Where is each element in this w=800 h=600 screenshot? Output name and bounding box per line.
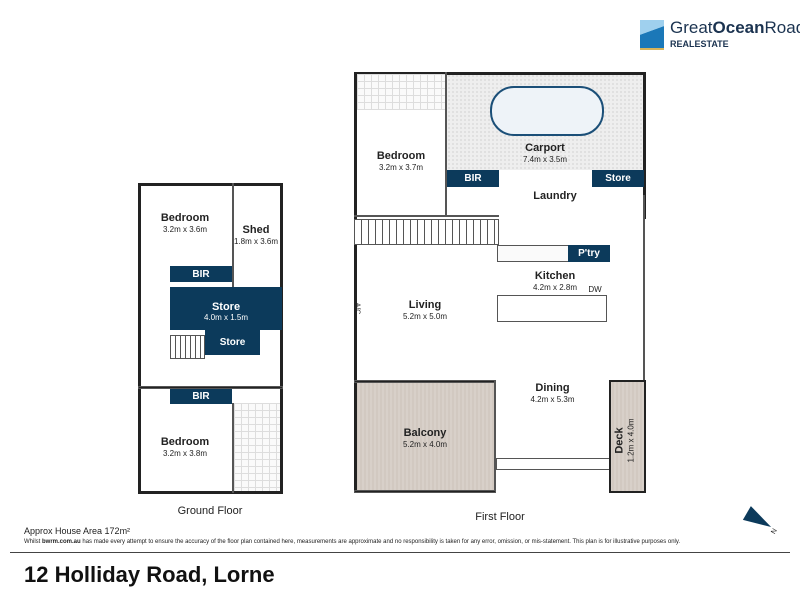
compass-label: N	[770, 527, 779, 536]
property-address: 12 Holliday Road, Lorne	[24, 562, 275, 587]
first-floor-label: First Floor	[475, 511, 525, 523]
balcony-area	[354, 382, 496, 492]
room-bir-ground-1: BIR	[170, 266, 232, 282]
car-icon	[490, 86, 604, 136]
logo-wave-icon	[640, 20, 664, 50]
room-store-small: Store	[205, 330, 260, 355]
deck-area	[610, 382, 645, 492]
room-laundry: Laundry	[533, 190, 577, 202]
logo-brand: GreatOceanRoad	[670, 18, 800, 37]
dishwasher-label: DW	[588, 285, 602, 294]
room-bir-first: BIR	[447, 170, 499, 187]
disclaimer: Whilst bwrm.com.au has made every attemp…	[24, 539, 681, 545]
divider	[10, 552, 790, 553]
room-pantry: P'try	[568, 245, 610, 262]
ac-label: A/C	[353, 302, 361, 315]
logo: GreatOceanRoad REALESTATE	[640, 18, 800, 52]
ground-floor-label: Ground Floor	[177, 505, 243, 517]
logo-sub: REALESTATE	[670, 39, 729, 49]
room-store-first: Store	[592, 170, 644, 187]
room-bir-ground-2: BIR	[170, 389, 232, 404]
house-area: Approx House Area 172m²	[24, 526, 131, 536]
